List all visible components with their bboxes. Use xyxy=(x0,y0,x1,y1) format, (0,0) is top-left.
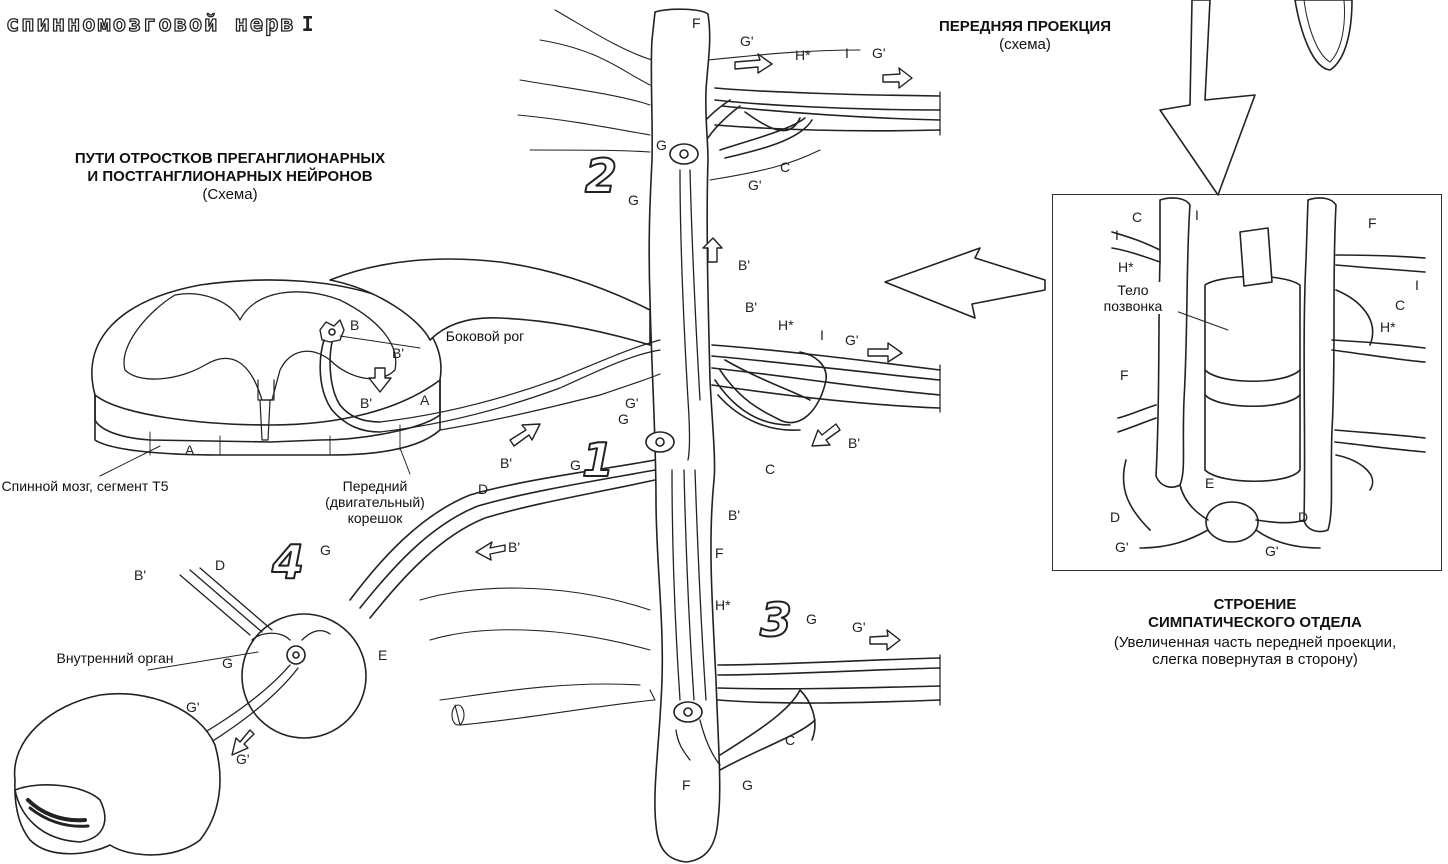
middle-spinal-nerve xyxy=(712,345,940,430)
spinal-cord-segment xyxy=(92,280,441,455)
label-anterior-root: Передний (двигательный) корешок xyxy=(305,478,445,526)
letter-g-4: G xyxy=(320,542,331,558)
letter-b1-lower: B' xyxy=(508,539,520,555)
letter-b1-4: B' xyxy=(134,567,146,583)
front-projection-note: (схема) xyxy=(900,36,1150,53)
letter-b: B xyxy=(350,317,359,333)
letter-b1-up: B' xyxy=(738,257,750,273)
letter-c-low: C xyxy=(785,732,795,748)
letter-g1-2: G' xyxy=(748,177,762,193)
letter-d-4: D xyxy=(215,557,225,573)
pathways-heading-line2: И ПОСТГАНГЛИОНАРНЫХ НЕЙРОНОВ xyxy=(0,168,460,185)
sympathetic-inset xyxy=(1052,194,1442,571)
letter-g1-top: G' xyxy=(740,33,754,49)
ganglion-3 xyxy=(674,702,702,722)
label-spinal-cord: Спинной мозг, сегмент Т5 xyxy=(0,478,170,494)
letter-b1-horn: B' xyxy=(392,345,404,361)
internal-organ xyxy=(15,694,220,855)
numeral-2: 2 xyxy=(585,149,617,203)
letter-g-1b: G xyxy=(570,457,581,473)
letter-g1-low: G' xyxy=(852,619,866,635)
letter-f-low: F xyxy=(682,777,691,793)
letter-g1-organ: G' xyxy=(186,699,200,715)
front-projection-heading: ПЕРЕДНЯЯ ПРОЕКЦИЯ xyxy=(900,18,1150,35)
letter-a-left: A xyxy=(185,442,195,458)
sympathetic-heading-line2: СИМПАТИЧЕСКОГО ОТДЕЛА xyxy=(1090,614,1420,631)
numeral-4: 4 xyxy=(271,535,304,589)
letter-c-top: C xyxy=(780,159,790,175)
letter-g1-mid: G' xyxy=(845,332,859,348)
letter-a-right: A xyxy=(420,392,430,408)
letter-i-mid: I xyxy=(820,327,824,343)
letter-g-low: G xyxy=(742,777,753,793)
sympathetic-heading-line1: СТРОЕНИЕ xyxy=(1090,596,1420,613)
label-vertebral-body: Тело позвонка xyxy=(1088,282,1178,314)
letter-g-3: G xyxy=(806,611,817,627)
vertebra-top-shape xyxy=(1295,0,1352,70)
letter-g1-1: G' xyxy=(625,395,639,411)
ganglion-4 xyxy=(242,614,366,738)
letter-e: E xyxy=(378,647,387,663)
letter-g1-top2: G' xyxy=(872,45,886,61)
sympathetic-note: (Увеличенная часть передней проекции, сл… xyxy=(1095,634,1415,669)
letter-b1-mid: B' xyxy=(745,299,757,315)
letter-h-top: H* xyxy=(795,47,811,63)
projection-arrow-down xyxy=(1160,0,1255,195)
letter-i-top: I xyxy=(845,45,849,61)
pathways-note: (Схема) xyxy=(0,186,460,203)
ganglion-2 xyxy=(670,144,698,164)
letter-b1-left: B' xyxy=(500,455,512,471)
numeral-1: 1 xyxy=(582,433,614,487)
letter-g1-arrow: G' xyxy=(236,751,250,767)
letter-h-mid: H* xyxy=(778,317,794,333)
inset-arrow-left xyxy=(885,248,1045,318)
letter-d-mid: D xyxy=(478,481,488,497)
letter-g-2: G xyxy=(656,137,667,153)
numeral-3: 3 xyxy=(760,593,792,647)
letter-b1-trunk: B' xyxy=(728,507,740,523)
letter-f-top: F xyxy=(692,15,701,31)
letter-g-2b: G xyxy=(628,192,639,208)
label-internal-organ: Внутренний орган xyxy=(55,650,175,666)
letter-h-low: H* xyxy=(715,597,731,613)
letter-b1-right: B' xyxy=(848,435,860,451)
letter-c-mid: C xyxy=(765,461,775,477)
lower-nerve-background xyxy=(420,588,655,725)
label-lateral-horn: Боковой рог xyxy=(440,328,530,344)
ganglion-1 xyxy=(646,432,674,452)
letter-f-mid: F xyxy=(715,545,724,561)
pathways-heading-line1: ПУТИ ОТРОСТКОВ ПРЕГАНГЛИОНАРНЫХ xyxy=(0,150,460,167)
letter-b1-cord: B' xyxy=(360,395,372,411)
upper-spinal-nerve xyxy=(690,88,940,158)
letter-g-1a: G xyxy=(618,411,629,427)
lower-spinal-nerve xyxy=(718,655,940,770)
